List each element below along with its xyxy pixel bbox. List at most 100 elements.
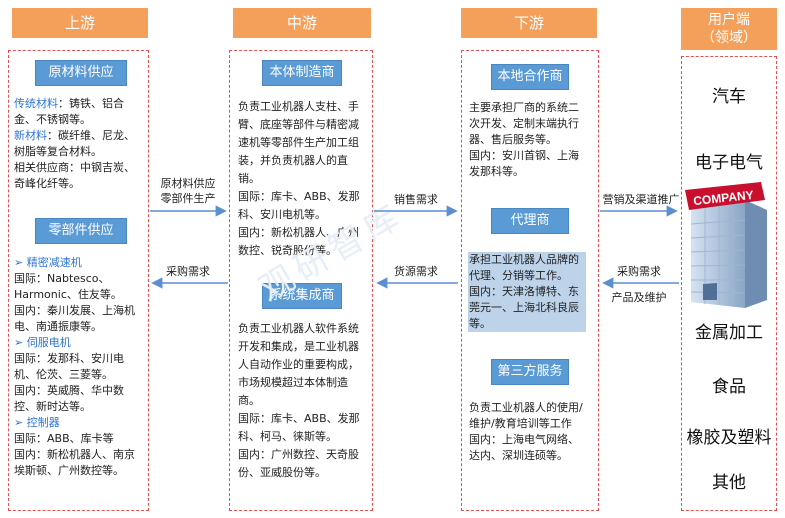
- body-maker-line: 国内：新松机器人、广州: [238, 226, 359, 239]
- parts-highlight: ➢ 控制器: [14, 416, 60, 429]
- label-product-maint: 产品及维护: [611, 291, 667, 304]
- integrator-line: 商。: [238, 394, 260, 407]
- raw-material-box: 原材料供应: [35, 60, 127, 86]
- integrator-line: 国内：广州数控、天奇股: [238, 448, 359, 461]
- parts-highlight: ➢ 精密减速机: [14, 256, 82, 269]
- third-party-line: 国内：上海电气网络、: [469, 433, 579, 446]
- parts-text: 机、伦茨、三菱等。: [14, 368, 113, 381]
- midstream-column: [229, 50, 373, 511]
- raw-material-line: 奇峰化纤等。: [14, 176, 149, 192]
- raw-material-text: 传统材料：铸铁、铝合金、不锈钢等。新材料：碳纤维、尼龙、树脂等复合材料。相关供应…: [14, 96, 149, 192]
- parts-line: 控、新时达等。: [14, 399, 149, 415]
- label-sales-demand: 销售需求: [394, 193, 438, 206]
- body-maker-line: 负责工业机器人支柱、手: [238, 100, 359, 113]
- local-partner-box: 本地合作商: [491, 64, 569, 90]
- parts-line: ➢ 精密减速机: [14, 255, 149, 271]
- integrator-line: 份、亚威股份等。: [238, 466, 326, 479]
- parts-supply-box: 零部件供应: [35, 218, 127, 244]
- parts-highlight: ➢ 伺服电机: [14, 336, 71, 349]
- header-user-line2: （领域）: [701, 30, 757, 46]
- parts-line: 国内：英威腾、华中数: [14, 383, 149, 399]
- parts-text: 国内：新松机器人、南京: [14, 448, 135, 461]
- raw-material-text: ：铸铁、铝合: [58, 97, 124, 110]
- parts-text: 国内：英威腾、华中数: [14, 384, 124, 397]
- agent-box: 代理商: [491, 208, 569, 234]
- label-raw-supply-1: 原材料供应: [160, 177, 216, 190]
- parts-text: 国际：Nabtesco、: [14, 272, 110, 285]
- downstream-column: [461, 50, 599, 511]
- integrator-line: 人自动作业的重要构成，: [238, 358, 359, 371]
- body-maker-line: 速机等零部件生产加工组: [238, 136, 359, 149]
- agent-line: 国内：天津洛博特、东: [469, 285, 579, 298]
- third-party-line: 负责工业机器人的使用/: [469, 401, 583, 414]
- raw-material-line: 树脂等复合材料。: [14, 144, 149, 160]
- agent-line: 承担工业机器人品牌的: [469, 253, 579, 266]
- parts-line: 国内：新松机器人、南京: [14, 447, 149, 463]
- third-party-text: 负责工业机器人的使用/维护/教育培训等工作国内：上海电气网络、达内、深圳连硕等。: [469, 400, 597, 464]
- domain-item: 汽车: [712, 87, 746, 107]
- raw-material-text: ：碳纤维、尼龙、: [47, 129, 135, 142]
- upstream-column: [8, 50, 149, 511]
- body-maker-line: 装，并负责机器人的直: [238, 154, 348, 167]
- integrator-text: 负责工业机器人软件系统开发和集成，是工业机器人自动作业的重要构成，市场规模超过本…: [238, 320, 370, 482]
- parts-line: 机、伦茨、三菱等。: [14, 367, 149, 383]
- user-column: [681, 56, 777, 511]
- raw-material-line: 传统材料：铸铁、铝合: [14, 96, 149, 112]
- label-supply-demand: 货源需求: [394, 265, 438, 278]
- parts-line: 国际：ABB、库卡等: [14, 431, 149, 447]
- integrator-line: 国际：库卡、ABB、发那: [238, 412, 360, 425]
- integrator-line: 市场规模超过本体制造: [238, 376, 348, 389]
- agent-line: 等。: [469, 317, 491, 330]
- label-raw-supply: 原材料供应 零部件生产: [150, 176, 226, 206]
- raw-material-text: 金、不锈钢等。: [14, 113, 91, 126]
- body-maker-text: 负责工业机器人支柱、手臂、底座等部件与精密减速机等零部件生产加工组装，并负责机器…: [238, 98, 370, 260]
- body-maker-line: 销。: [238, 172, 260, 185]
- raw-material-highlight: 传统材料: [14, 97, 58, 110]
- agent-line: 代理、分销等工作。: [469, 269, 568, 282]
- parts-text: 控、新时达等。: [14, 400, 91, 413]
- integrator-box: 系统集成商: [262, 283, 342, 309]
- parts-text: 埃斯顿、广州数控等。: [14, 464, 124, 477]
- label-purchase-demand-1: 采购需求: [166, 265, 210, 278]
- domain-item: 食品: [712, 377, 746, 397]
- parts-line: 埃斯顿、广州数控等。: [14, 463, 149, 479]
- body-maker-line: 科、安川电机等。: [238, 208, 326, 221]
- label-purchase-demand-2: 采购需求: [617, 265, 661, 278]
- parts-text: 国内：秦川发展、上海机: [14, 304, 135, 317]
- parts-text: 国际：ABB、库卡等: [14, 432, 114, 445]
- local-partner-text: 主要承担厂商的系统二次开发、定制末端执行器、售后服务等。国内：安川首钢、上海发那…: [469, 100, 597, 180]
- parts-supply-text: ➢ 精密减速机国际：Nabtesco、 Harmonic、住友等。国内：秦川发展、…: [14, 255, 149, 479]
- local-partner-line: 次开发、定制末端执行: [469, 117, 579, 130]
- parts-line: 国际：发那科、安川电: [14, 351, 149, 367]
- local-partner-line: 主要承担厂商的系统二: [469, 101, 579, 114]
- body-maker-line: 数控、锐奇股份等。: [238, 244, 337, 257]
- raw-material-line: 新材料：碳纤维、尼龙、: [14, 128, 149, 144]
- header-upstream: 上游: [12, 8, 148, 38]
- body-maker-line: 国际：库卡、ABB、发那: [238, 190, 360, 203]
- parts-text: 电、南通振康等。: [14, 320, 102, 333]
- third-party-box: 第三方服务: [491, 359, 569, 385]
- body-maker-line: 臂、底座等部件与精密减: [238, 118, 359, 131]
- header-user: 用户端 （领域）: [681, 8, 777, 50]
- label-raw-supply-2: 零部件生产: [160, 192, 216, 205]
- raw-material-text: 奇峰化纤等。: [14, 177, 80, 190]
- parts-line: Harmonic、住友等。: [14, 287, 149, 303]
- parts-line: 国际：Nabtesco、: [14, 271, 149, 287]
- integrator-line: 科、柯马、徕斯等。: [238, 430, 337, 443]
- local-partner-line: 发那科等。: [469, 165, 524, 178]
- header-downstream: 下游: [461, 8, 597, 38]
- raw-material-text: 相关供应商：中钢吉炭、: [14, 161, 135, 174]
- domain-item: 橡胶及塑料: [686, 428, 772, 448]
- company-sign-text: COMPANY: [693, 188, 755, 208]
- domain-item: 其他: [712, 473, 746, 493]
- raw-material-line: 相关供应商：中钢吉炭、: [14, 160, 149, 176]
- parts-line: ➢ 伺服电机: [14, 335, 149, 351]
- company-building-icon: COMPANY: [685, 182, 767, 308]
- parts-text: 国际：发那科、安川电: [14, 352, 124, 365]
- parts-line: 国内：秦川发展、上海机: [14, 303, 149, 319]
- agent-text: 承担工业机器人品牌的代理、分销等工作。国内：天津洛博特、东莞元一、上海北科良辰等…: [468, 252, 586, 332]
- parts-line: ➢ 控制器: [14, 415, 149, 431]
- body-maker-box: 本体制造商: [262, 60, 342, 86]
- parts-text: Harmonic、住友等。: [14, 288, 122, 301]
